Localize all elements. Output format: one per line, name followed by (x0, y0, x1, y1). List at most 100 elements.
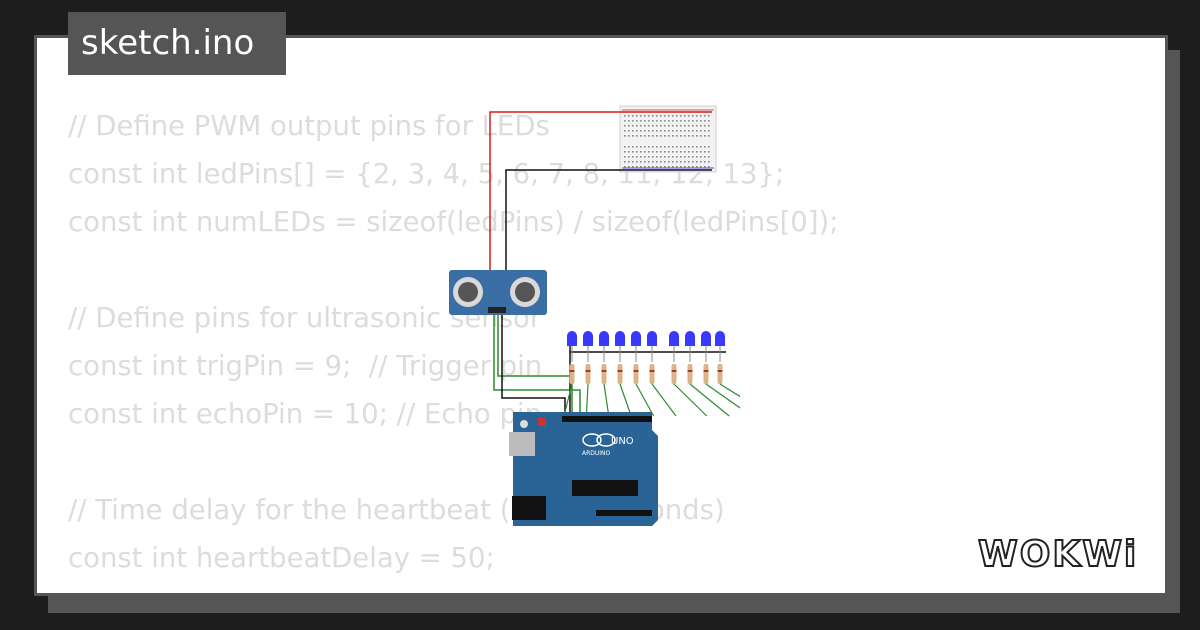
breadboard-hole (664, 135, 666, 137)
breadboard-hole (624, 151, 626, 153)
breadboard-hole (664, 166, 666, 168)
breadboard-hole (704, 115, 706, 117)
breadboard-hole (708, 115, 710, 117)
breadboard-hole (652, 120, 654, 122)
breadboard-hole (692, 166, 694, 168)
breadboard-hole (628, 161, 630, 163)
breadboard-hole (668, 135, 670, 137)
breadboard-hole (700, 120, 702, 122)
breadboard-hole (660, 115, 662, 117)
breadboard-hole (696, 151, 698, 153)
breadboard-hole (640, 146, 642, 148)
breadboard-hole (708, 146, 710, 148)
breadboard-hole (688, 135, 690, 137)
breadboard-hole (680, 120, 682, 122)
breadboard-hole (688, 120, 690, 122)
breadboard-hole (696, 161, 698, 163)
breadboard-hole (688, 146, 690, 148)
led-wire (719, 383, 740, 398)
breadboard-hole (696, 156, 698, 158)
breadboard-hole (676, 120, 678, 122)
led-wire (651, 383, 677, 417)
breadboard-hole (648, 161, 650, 163)
breadboard-hole (684, 161, 686, 163)
code-line: const int numLEDs = sizeof(ledPins) / si… (68, 206, 839, 238)
breadboard-hole (692, 135, 694, 137)
resistor-icon (649, 364, 655, 384)
breadboard-hole (692, 125, 694, 127)
breadboard-hole (660, 130, 662, 132)
led-wire (585, 383, 589, 417)
led-icon (631, 331, 641, 346)
breadboard-hole (656, 146, 658, 148)
breadboard-hole (656, 125, 658, 127)
breadboard-hole (624, 146, 626, 148)
breadboard-hole (668, 115, 670, 117)
breadboard-hole (708, 166, 710, 168)
breadboard-hole (644, 151, 646, 153)
breadboard-hole (632, 166, 634, 168)
breadboard-hole (676, 156, 678, 158)
breadboard-hole (652, 135, 654, 137)
breadboard-icon (619, 105, 717, 173)
resistor-band (585, 370, 591, 372)
breadboard-hole (652, 115, 654, 117)
breadboard-hole (696, 130, 698, 132)
breadboard-hole (692, 161, 694, 163)
code-line: // Define PWM output pins for LEDs (68, 110, 550, 142)
breadboard-hole (700, 166, 702, 168)
breadboard-hole (704, 120, 706, 122)
breadboard-hole (656, 161, 658, 163)
resistor-icon (569, 364, 575, 384)
breadboard-hole (700, 156, 702, 158)
led-icon (615, 331, 625, 346)
wokwi-logo-text: WOKWi (978, 534, 1138, 575)
breadboard-hole (704, 151, 706, 153)
breadboard-hole (624, 161, 626, 163)
breadboard-hole (644, 166, 646, 168)
breadboard-hole (652, 125, 654, 127)
breadboard-hole (668, 146, 670, 148)
breadboard-hole (684, 151, 686, 153)
breadboard-hole (704, 156, 706, 158)
breadboard-hole (708, 151, 710, 153)
breadboard-hole (656, 156, 658, 158)
resistor-icon (687, 364, 693, 384)
breadboard-hole (688, 151, 690, 153)
breadboard-hole (640, 125, 642, 127)
breadboard-hole (628, 125, 630, 127)
breadboard-hole (696, 115, 698, 117)
breadboard-hole (636, 161, 638, 163)
breadboard-hole (660, 120, 662, 122)
breadboard-hole (672, 151, 674, 153)
breadboard-hole (700, 115, 702, 117)
breadboard-hole (636, 151, 638, 153)
breadboard-hole (672, 135, 674, 137)
breadboard-hole (656, 151, 658, 153)
led-icon (599, 331, 609, 346)
led-icon (715, 331, 725, 346)
breadboard-hole (708, 135, 710, 137)
resistor-row (563, 364, 740, 417)
breadboard-hole (680, 146, 682, 148)
led-icon (701, 331, 711, 346)
wokwi-logo: WOKWi (977, 533, 1138, 576)
breadboard-hole (696, 166, 698, 168)
breadboard-hole (640, 115, 642, 117)
breadboard-hole (696, 120, 698, 122)
breadboard-hole (628, 151, 630, 153)
breadboard-hole (632, 151, 634, 153)
breadboard-hole (704, 135, 706, 137)
breadboard-hole (680, 130, 682, 132)
breadboard-hole (636, 135, 638, 137)
breadboard-hole (704, 166, 706, 168)
breadboard-hole (664, 146, 666, 148)
breadboard-hole (704, 161, 706, 163)
breadboard-hole (648, 135, 650, 137)
breadboard-hole (692, 146, 694, 148)
breadboard-hole (676, 161, 678, 163)
breadboard-hole (700, 135, 702, 137)
breadboard-hole (632, 115, 634, 117)
breadboard-hole (672, 156, 674, 158)
breadboard-hole (696, 125, 698, 127)
